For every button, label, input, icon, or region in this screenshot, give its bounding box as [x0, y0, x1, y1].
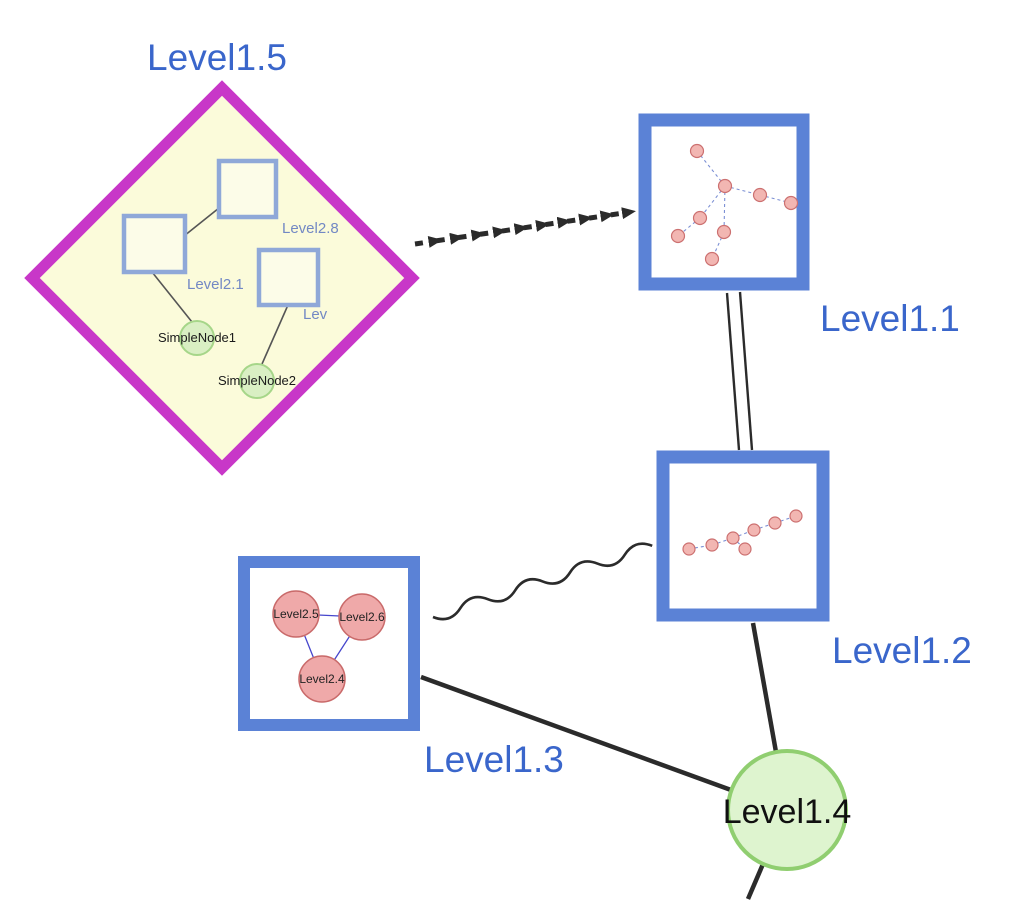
label-simple-node1: SimpleNode1 — [158, 330, 236, 345]
edge-level1_1-level1_2-line-b — [738, 291, 754, 451]
mini-node[interactable] — [747, 523, 761, 537]
mini-node[interactable] — [705, 538, 719, 552]
inner-square-level2_8[interactable] — [216, 158, 279, 220]
mini-graph-level1_3: Level2.5 Level2.6 Level2.4 — [272, 590, 386, 703]
mini-node[interactable] — [789, 509, 803, 523]
label-simple-node2: SimpleNode2 — [218, 373, 296, 388]
mini-edge — [723, 185, 726, 233]
mini-node[interactable] — [717, 178, 733, 194]
label-level1_2: Level1.2 — [832, 630, 972, 671]
node-level2_6[interactable] — [338, 593, 386, 641]
node-level1_2 — [656, 450, 830, 622]
mini-node[interactable] — [704, 251, 720, 267]
mini-graph-level1_1 — [670, 143, 799, 267]
label-level1_3: Level1.3 — [424, 739, 564, 780]
edge-square_left-square_top — [183, 207, 220, 237]
mini-node[interactable] — [738, 542, 752, 556]
mini-node[interactable] — [670, 228, 686, 244]
mini-node[interactable] — [783, 195, 799, 211]
node-level1_1 — [638, 113, 810, 291]
edge-level1_5-to-level1_1-dashed-arrows — [414, 207, 636, 248]
mini-node[interactable] — [689, 143, 705, 159]
node-level1_4: Level1.4 — [723, 749, 852, 871]
label-level2_8: Level2.8 — [282, 220, 339, 237]
mini-graph-level1_2 — [682, 509, 803, 556]
label-level1_1: Level1.1 — [820, 298, 960, 339]
edge-level1_3-level1_4 — [420, 674, 732, 793]
edge-level1_2-level1_4 — [750, 622, 779, 753]
top-level-edges — [414, 207, 779, 900]
mini-node[interactable] — [768, 516, 782, 530]
label-level2_6: Level2.6 — [339, 610, 385, 624]
mini-edge — [696, 150, 726, 187]
mini-edge — [677, 217, 701, 237]
level1_4-circle-shape[interactable] — [726, 749, 848, 871]
mini-node[interactable] — [752, 187, 768, 203]
label-level2_1: Level2.1 — [187, 276, 244, 293]
label-level2_4: Level2.4 — [299, 672, 345, 686]
edge-level1_3-level1_2-wavy — [432, 542, 653, 621]
edge-level1_1-level1_2-line-a — [725, 292, 741, 451]
label-level2_x: Lev — [303, 306, 328, 323]
inner-square-level2_1[interactable] — [121, 213, 188, 275]
mini-node[interactable] — [682, 542, 696, 556]
mini-node[interactable] — [716, 224, 732, 240]
edge-square_right-simple_node2 — [261, 304, 289, 365]
edge-square_left-simple_node1 — [151, 271, 193, 323]
simple-node1-circle[interactable] — [179, 320, 215, 356]
node-level1_3: Level2.5 Level2.6 Level2.4 — [238, 556, 420, 731]
level1_1-box-shape[interactable] — [638, 113, 810, 291]
label-level2_5: Level2.5 — [273, 607, 319, 621]
edge-level1_4-tail — [745, 863, 766, 900]
mini-node[interactable] — [726, 531, 740, 545]
level1_2-box-shape[interactable] — [656, 450, 830, 622]
level1_5-diamond-shape[interactable] — [24, 80, 420, 476]
simple-node2-circle[interactable] — [239, 363, 275, 399]
label-level1_5: Level1.5 — [147, 37, 287, 78]
node-level2_5[interactable] — [272, 590, 320, 638]
group-node-level1_5: Level2.8 Level2.1 Lev SimpleNode1 Simple… — [24, 80, 420, 476]
node-level2_4[interactable] — [298, 655, 346, 703]
inner-square-level2_x[interactable] — [256, 247, 321, 308]
mini-node[interactable] — [692, 210, 708, 226]
label-level1_4: Level1.4 — [723, 793, 852, 831]
